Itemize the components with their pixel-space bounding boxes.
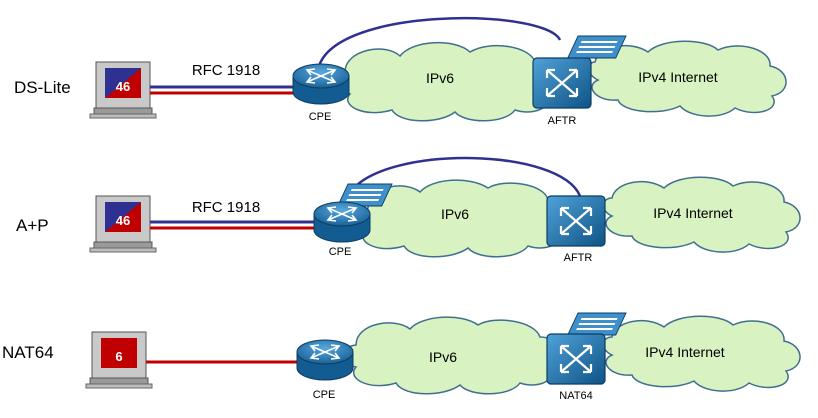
- tunnel-arc: [351, 156, 582, 197]
- ipv4-internet-cloud: [588, 40, 787, 117]
- row-ds-lite: DS-Lite 46 RFC 1918 IPv6 IPv4 Internet: [14, 17, 787, 127]
- row-a-plus-p: A+P 46 RFC 1918 IPv6 IPv4 Internet: [16, 156, 801, 264]
- row-nat64: NAT64 6 IPv6 IPv4 Internet CPE: [2, 312, 801, 402]
- aftr-switch-icon: [546, 195, 606, 247]
- ipv4-cloud-label: IPv4 Internet: [653, 205, 732, 221]
- ipv6-cloud-label: IPv6: [429, 349, 457, 365]
- cpe-router-icon: [292, 63, 350, 105]
- ipv6-cloud-label: IPv6: [441, 206, 469, 222]
- nat64-switch-icon: [546, 333, 606, 385]
- screen-label: 46: [116, 213, 130, 228]
- screen-label: 6: [115, 349, 122, 364]
- link-label: RFC 1918: [192, 62, 260, 79]
- cpe-router-icon: [313, 201, 371, 243]
- ipv4-cloud-label: IPv4 Internet: [645, 344, 724, 360]
- cpe-label: CPE: [329, 246, 352, 258]
- gateway-label: AFTR: [548, 115, 577, 127]
- row-label: NAT64: [2, 343, 54, 362]
- ipv4-internet-cloud: [602, 176, 801, 253]
- screen-label: 46: [116, 79, 130, 94]
- cpe-label: CPE: [313, 389, 336, 401]
- cpe-router-icon: [296, 339, 354, 381]
- ipv4-cloud-label: IPv4 Internet: [638, 69, 717, 85]
- link-label: RFC 1918: [192, 199, 260, 216]
- row-label: A+P: [16, 216, 49, 235]
- computer-icon: [89, 61, 157, 119]
- ipv6-cloud-label: IPv6: [426, 70, 454, 86]
- tunnel-arc: [316, 17, 562, 71]
- ipv4-internet-cloud: [602, 315, 801, 392]
- gateway-label: NAT64: [559, 390, 592, 402]
- firewall-icon: [567, 312, 627, 336]
- gateway-label: AFTR: [564, 252, 593, 264]
- computer-icon: [85, 331, 153, 389]
- row-label: DS-Lite: [14, 78, 71, 97]
- aftr-switch-icon: [532, 57, 592, 109]
- firewall-icon: [567, 35, 627, 59]
- cpe-label: CPE: [309, 111, 332, 123]
- computer-icon: [89, 195, 157, 253]
